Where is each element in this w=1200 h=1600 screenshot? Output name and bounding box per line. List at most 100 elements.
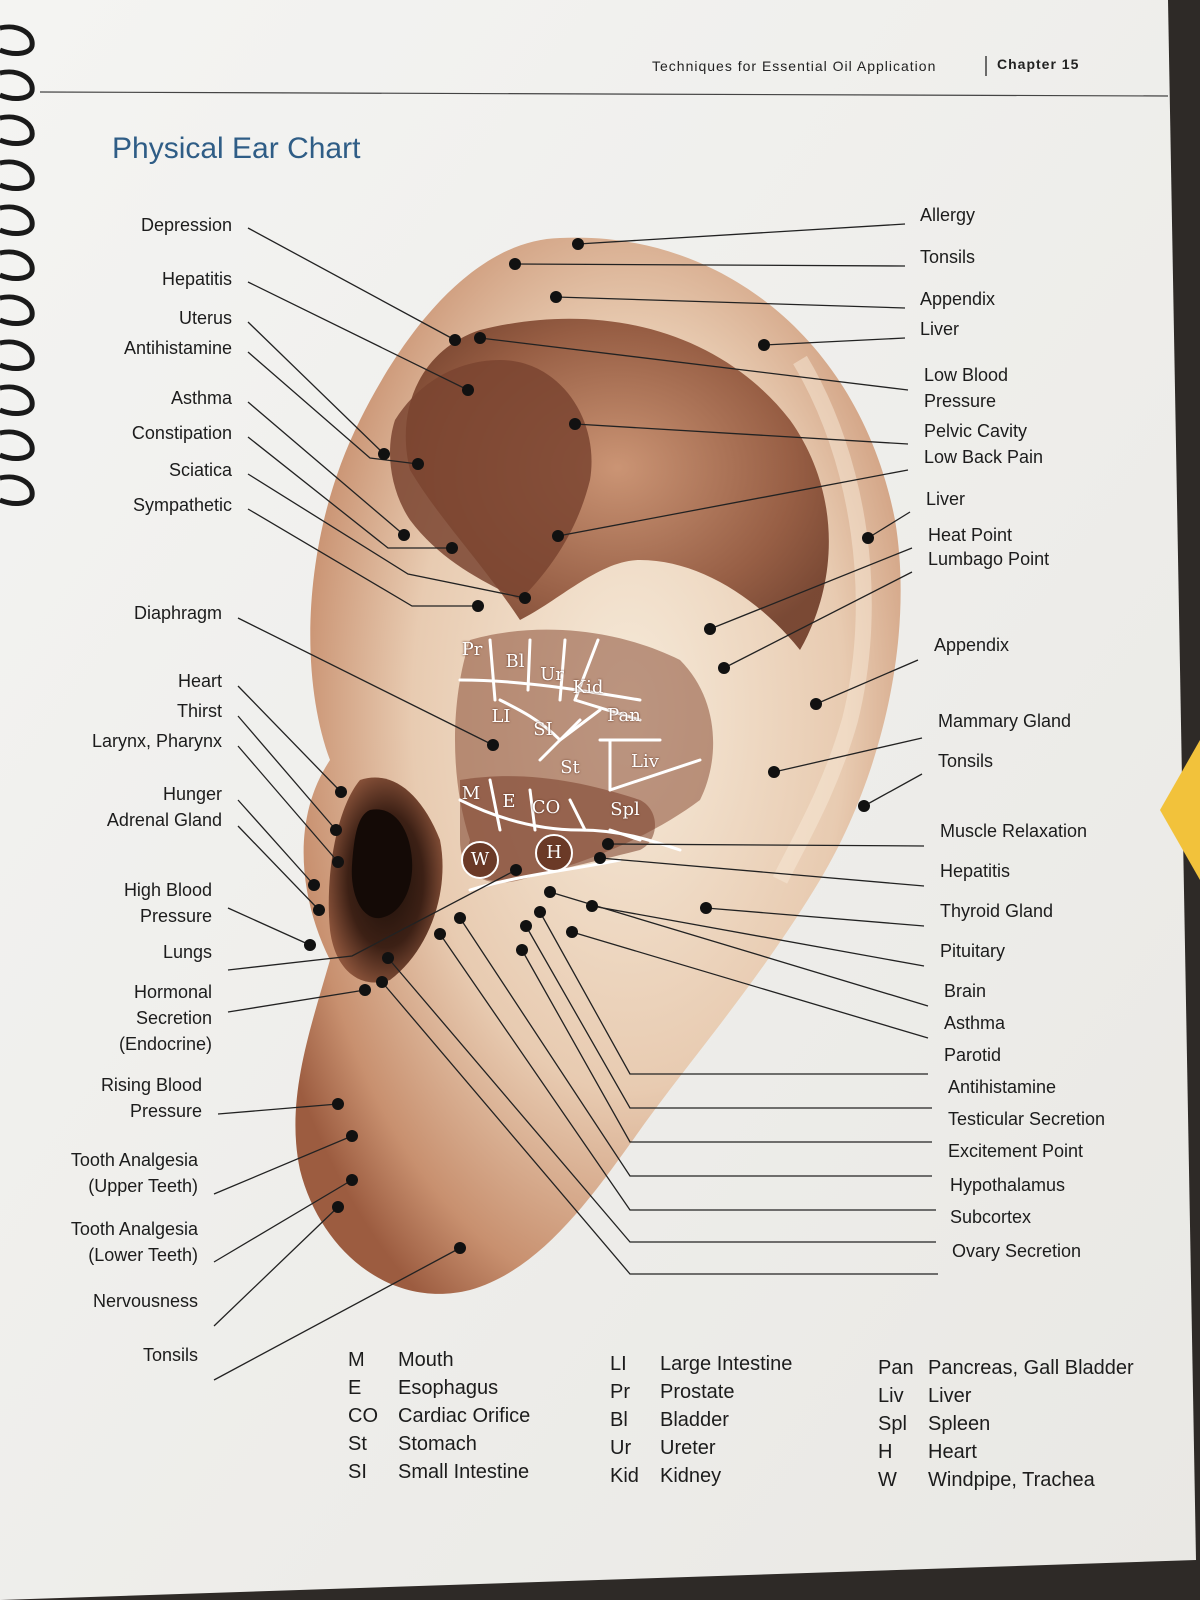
leader-line-left-0: [247, 227, 456, 341]
leader-line-left-20: [213, 1206, 339, 1327]
acupoint-dot-right-21: [516, 944, 528, 956]
spiral-binding-ring-icon: [0, 159, 35, 191]
leader-line-right-5: [574, 423, 909, 445]
leader-line-left-7: [247, 508, 478, 607]
legend-name: Heart: [928, 1441, 977, 1463]
zone-line-5: [498, 698, 562, 742]
label-right-16: Pituitary: [940, 941, 1006, 961]
acupoint-dot-left-15: [510, 864, 522, 876]
label-left-4: Asthma: [170, 388, 232, 408]
acupoint-dot-right-14: [594, 852, 606, 864]
zone-label-4: LI: [491, 706, 511, 727]
acupoint-dot-right-3: [758, 339, 770, 351]
label-right-8: Heat Point: [928, 525, 1013, 545]
legend-name: Pancreas, Gall Bladder: [928, 1357, 1134, 1379]
legend-abbr: M: [348, 1349, 365, 1371]
leader-line-right-25: [381, 981, 938, 1275]
acupoint-dot-left-13: [313, 904, 325, 916]
leader-line-right-20: [525, 925, 932, 1109]
acupoint-dot-left-4: [398, 529, 410, 541]
legend-abbr: Pan: [878, 1357, 914, 1379]
label-right-13: Muscle Relaxation: [940, 821, 1088, 841]
legend-name: Kidney: [660, 1465, 722, 1487]
label-left-7: Sympathetic: [132, 495, 232, 515]
label-left-21: Tonsils: [142, 1345, 198, 1365]
leader-line-right-14: [599, 857, 925, 887]
label-right-20: Antihistamine: [948, 1077, 1057, 1097]
leader-lines: [213, 223, 938, 1381]
label-left-3: Antihistamine: [123, 338, 232, 358]
legend-abbr: Pr: [610, 1381, 630, 1403]
label-right-12: Tonsils: [938, 751, 994, 771]
leader-line-left-5: [247, 436, 452, 549]
acupoint-dot-right-25: [376, 976, 388, 988]
leader-line-left-1: [247, 281, 469, 391]
spiral-binding-ring-icon: [0, 474, 35, 506]
legend-name: Ureter: [660, 1437, 716, 1459]
ear-illustration: [295, 237, 901, 1294]
legend-abbr: LI: [610, 1353, 627, 1375]
acupoint-dot-left-17: [332, 1098, 344, 1110]
zone-line-16: [608, 828, 642, 842]
label-right-18: Asthma: [944, 1013, 1006, 1033]
legend-abbr: Spl: [878, 1413, 907, 1435]
spiral-binding-ring-icon: [0, 114, 35, 146]
label-left-1: Hepatitis: [161, 269, 232, 289]
zone-line-12: [458, 798, 682, 852]
label-right-5: Pelvic Cavity: [924, 421, 1028, 441]
spiral-binding-ring-icon: [0, 339, 35, 371]
leader-line-right-15: [705, 907, 925, 927]
leader-line-right-6: [557, 469, 909, 537]
acupoint-dot-left-19: [346, 1174, 358, 1186]
zone-label-14: H: [535, 834, 573, 872]
label-left-10: Thirst: [177, 701, 222, 721]
legend-abbr: SI: [348, 1461, 367, 1483]
leader-line-right-23: [439, 933, 936, 1211]
label-right-3: Liver: [920, 319, 960, 339]
zone-label-1: Bl: [505, 651, 525, 672]
zone-line-4: [573, 638, 600, 702]
zone-label-5: SI: [533, 719, 553, 740]
acupoint-dot-right-1: [509, 258, 521, 270]
acupoint-dot-left-9: [335, 786, 347, 798]
leader-line-right-17: [549, 891, 929, 1007]
zone-label-12: Spl: [610, 799, 640, 820]
leader-line-left-6: [247, 473, 526, 599]
acupoint-dot-left-10: [330, 824, 342, 836]
spiral-binding-ring-icon: [1, 479, 28, 495]
acupoint-dot-right-20: [520, 920, 532, 932]
zone-line-13: [488, 778, 502, 832]
acupoint-dot-right-4: [474, 332, 486, 344]
legend-row-4: SI Small Intestine: [348, 1458, 529, 1486]
acupoint-dot-left-3: [412, 458, 424, 470]
leader-line-left-16: [227, 989, 366, 1013]
zone-line-1: [488, 638, 497, 702]
leader-line-left-19: [213, 1179, 353, 1263]
zone-line-3: [558, 638, 567, 702]
acupoint-dot-right-22: [454, 912, 466, 924]
label-right-0: Allergy: [920, 205, 976, 225]
label-right-9: Lumbago Point: [928, 549, 1050, 569]
label-right-10: Appendix: [934, 635, 1010, 655]
spiral-binding-ring-icon: [0, 429, 35, 461]
leader-line-right-16: [591, 905, 925, 967]
acupoint-dot-right-15: [700, 902, 712, 914]
legend-abbr: CO: [348, 1405, 378, 1427]
spiral-binding-ring-icon: [1, 389, 28, 405]
spiral-binding-ring-icon: [0, 384, 35, 416]
label-left-15: Lungs: [162, 942, 212, 962]
leader-line-left-15: [227, 869, 517, 971]
zone-line-14: [528, 788, 537, 832]
spiral-binding-ring-icon: [1, 209, 28, 225]
label-left-18: Tooth Analgesia(Upper Teeth): [70, 1150, 198, 1196]
acupoint-dot-right-10: [810, 698, 822, 710]
legend-name: Small Intestine: [398, 1461, 530, 1483]
leader-line-left-13: [237, 825, 320, 911]
